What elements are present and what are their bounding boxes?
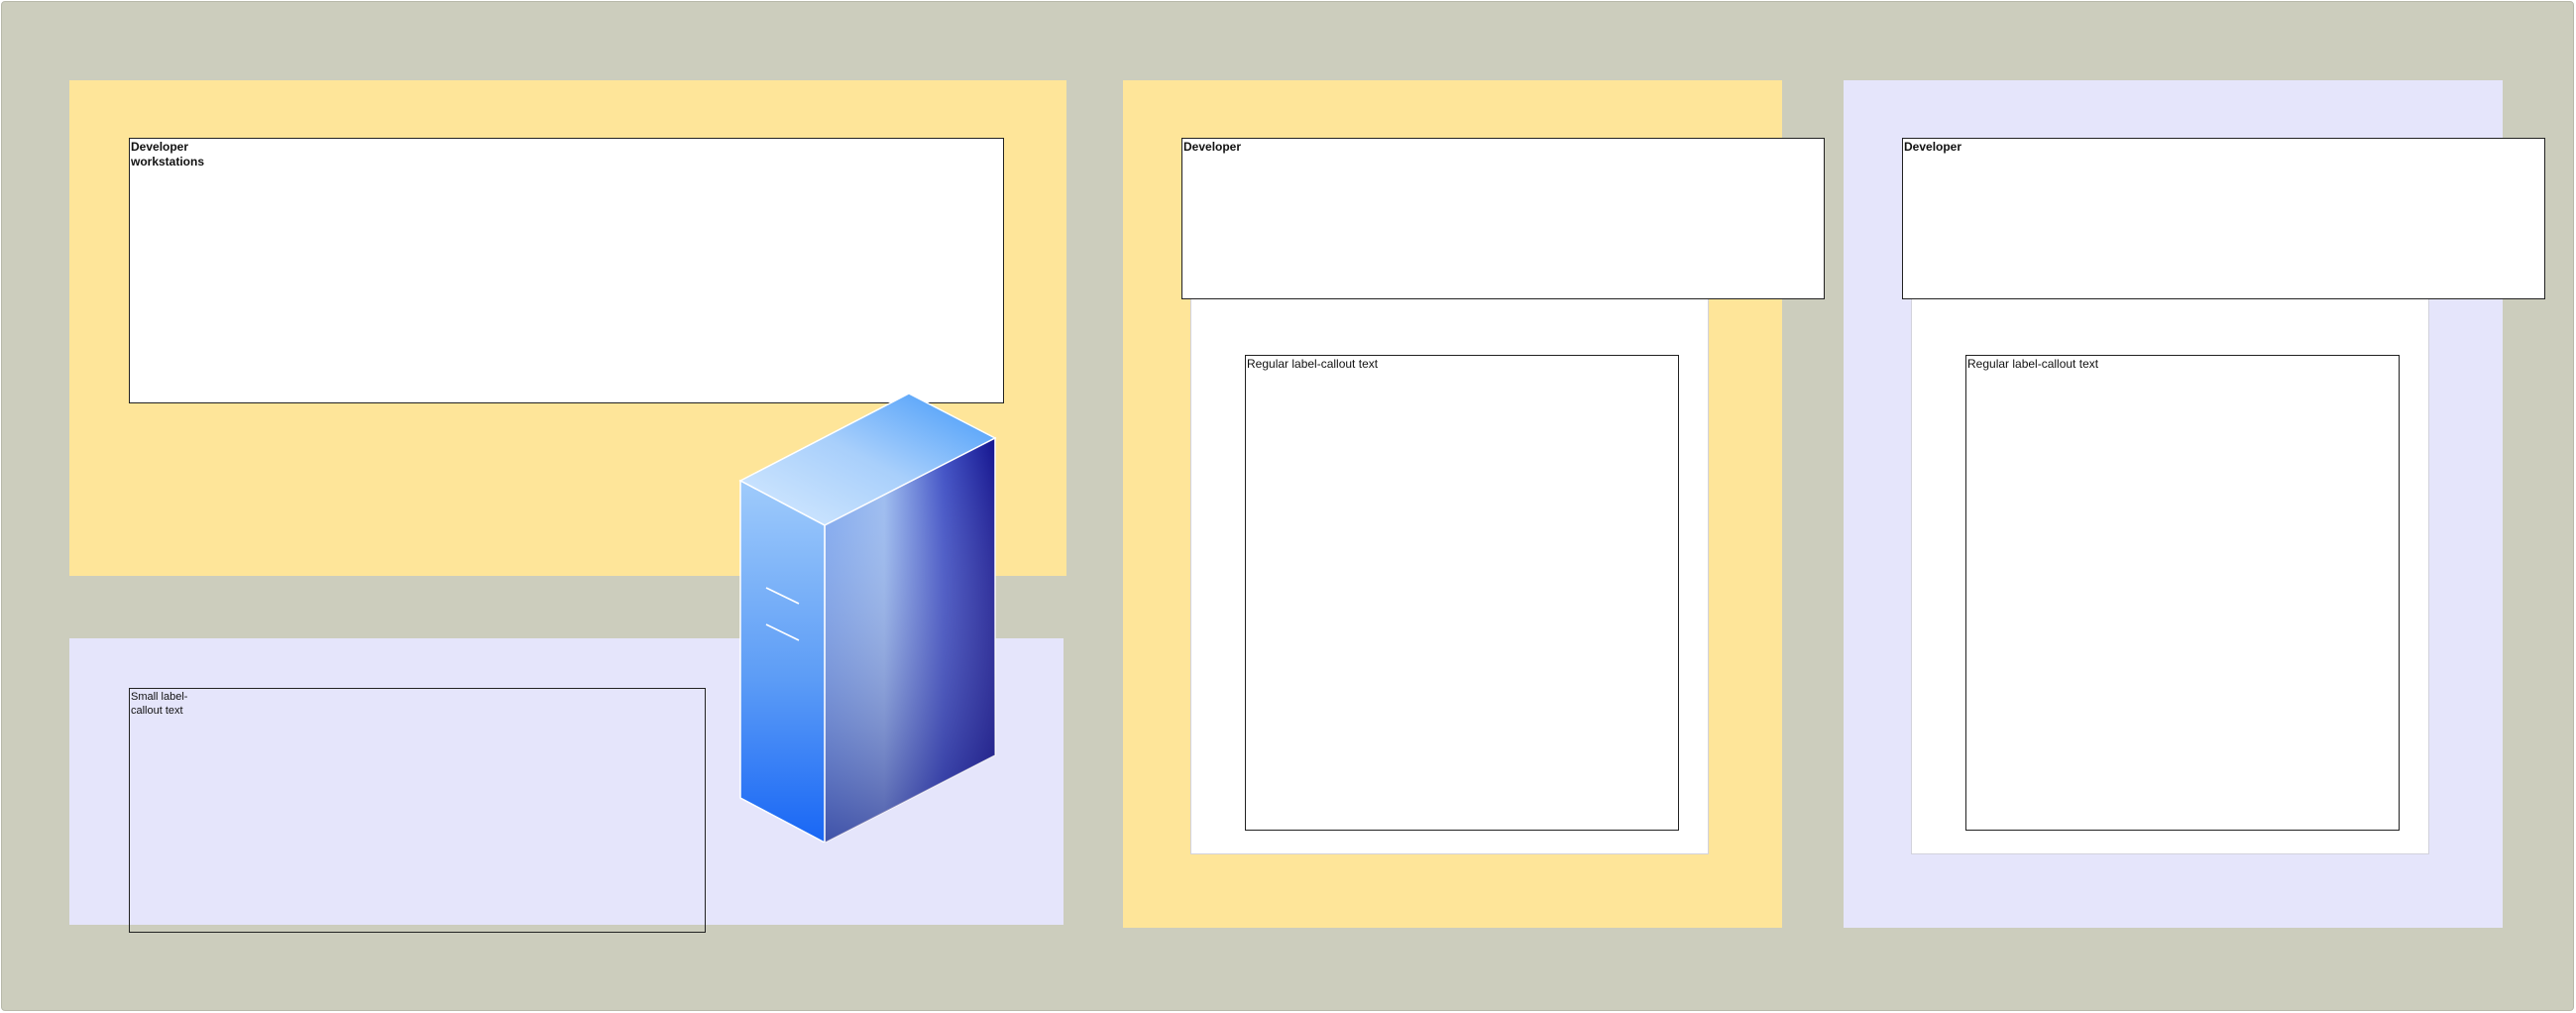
right-regular-callout-label: Regular label-callout text xyxy=(1967,357,2099,371)
server-front-face xyxy=(739,479,826,843)
developer-workstations-label: Developer workstations xyxy=(131,140,205,169)
small-callout-label: Small label- callout text xyxy=(131,691,188,717)
small-callout-box[interactable]: Small label- callout text xyxy=(129,688,706,933)
server-tower-icon xyxy=(738,393,997,843)
right-developer-box[interactable]: Developer xyxy=(1902,138,2545,299)
middle-developer-box[interactable]: Developer xyxy=(1181,138,1825,299)
right-developer-label: Developer xyxy=(1904,140,1962,154)
developer-workstations-box[interactable]: Developer workstations xyxy=(129,138,1004,403)
server-slot-2 xyxy=(765,623,800,641)
server-slot-1 xyxy=(765,587,800,605)
right-regular-callout-box[interactable]: Regular label-callout text xyxy=(1965,355,2400,831)
middle-regular-callout-box[interactable]: Regular label-callout text xyxy=(1245,355,1679,831)
middle-developer-label: Developer xyxy=(1183,140,1242,154)
middle-regular-callout-label: Regular label-callout text xyxy=(1247,357,1379,371)
